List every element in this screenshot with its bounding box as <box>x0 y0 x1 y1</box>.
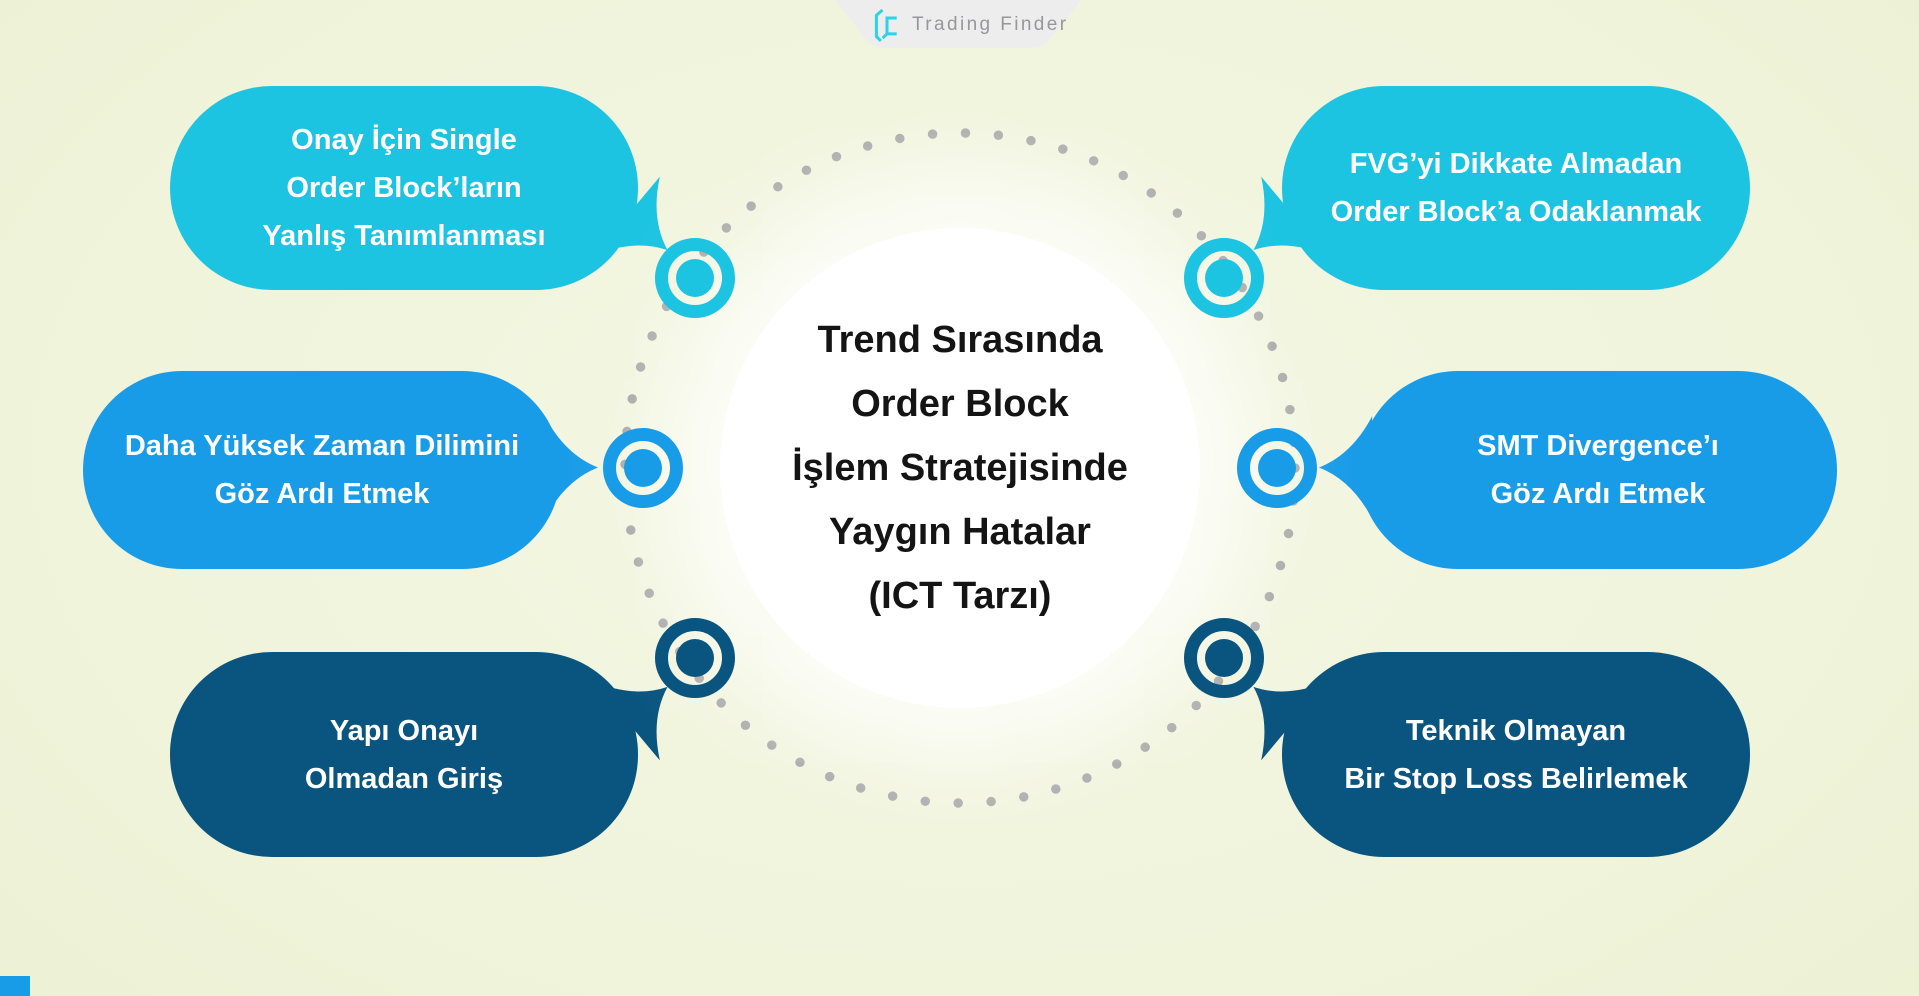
bullseye-marker-top-left <box>655 238 735 318</box>
bubble-line: Yapı Onayı <box>329 714 479 747</box>
bullseye-marker-bottom-right <box>1184 618 1264 698</box>
center-title-line: Order Block <box>851 383 1069 425</box>
center-title-circle: Trend Sırasında Order Block İşlem Strate… <box>720 228 1200 708</box>
center-title: Trend Sırasında Order Block İşlem Strate… <box>792 308 1128 628</box>
bubble-bottom-left: Yapı Onayı Olmadan Giriş <box>170 652 638 857</box>
center-title-line: İşlem Stratejisinde <box>792 447 1128 489</box>
bullseye-marker-bottom-left <box>655 618 735 698</box>
center-title-line: Trend Sırasında <box>817 319 1103 361</box>
logo-banner <box>835 0 1081 48</box>
bullseye-marker-mid-left <box>603 428 683 508</box>
marker-dot <box>1258 449 1296 487</box>
bubble-line: Daha Yüksek Zaman Dilimini <box>124 430 520 462</box>
bubble-line: Göz Ardı Etmek <box>1490 478 1706 510</box>
bubble-line: FVG’yi Dikkate Almadan <box>1349 148 1683 180</box>
marker-dot <box>1205 639 1243 677</box>
bubble-top-left: Onay İçin Single Order Block’ların Yanlı… <box>170 86 638 290</box>
bubble-top-right: FVG’yi Dikkate Almadan Order Block’a Oda… <box>1282 86 1750 290</box>
marker-dot <box>676 259 714 297</box>
bubble-tail-mid-right <box>1319 416 1373 519</box>
bullseye-marker-mid-right <box>1237 428 1317 508</box>
bubble-line: Onay İçin Single <box>291 124 517 156</box>
bubble-line: Teknik Olmayan <box>1405 714 1627 747</box>
trading-finder-logo-icon <box>874 8 897 42</box>
bubble-mid-right: SMT Divergence’ı Göz Ardı Etmek <box>1359 371 1837 569</box>
bullseye-marker-top-right <box>1184 238 1264 318</box>
center-title-line: Yaygın Hatalar <box>829 511 1091 553</box>
bubble-bottom-right: Teknik Olmayan Bir Stop Loss Belirlemek <box>1282 652 1750 857</box>
bubble-line: Göz Ardı Etmek <box>214 478 430 510</box>
center-title-line: (ICT Tarzı) <box>868 575 1052 617</box>
brand-logo: Trading Finder <box>872 6 1072 44</box>
marker-dot <box>624 449 662 487</box>
bubble-line: Yanlış Tanımlanması <box>262 220 546 252</box>
brand-name: Trading Finder <box>912 14 1069 35</box>
bubble-line: SMT Divergence’ı <box>1477 430 1719 462</box>
bubble-line: Olmadan Giriş <box>304 762 504 795</box>
corner-accent <box>0 976 30 996</box>
bubble-line: Order Block’ların <box>286 172 522 204</box>
bubble-line: Bir Stop Loss Belirlemek <box>1344 762 1688 795</box>
marker-dot <box>1205 259 1243 297</box>
bubble-mid-left: Daha Yüksek Zaman Dilimini Göz Ardı Etme… <box>83 371 561 569</box>
bubble-line: Order Block’a Odaklanmak <box>1330 196 1702 228</box>
marker-dot <box>676 639 714 677</box>
